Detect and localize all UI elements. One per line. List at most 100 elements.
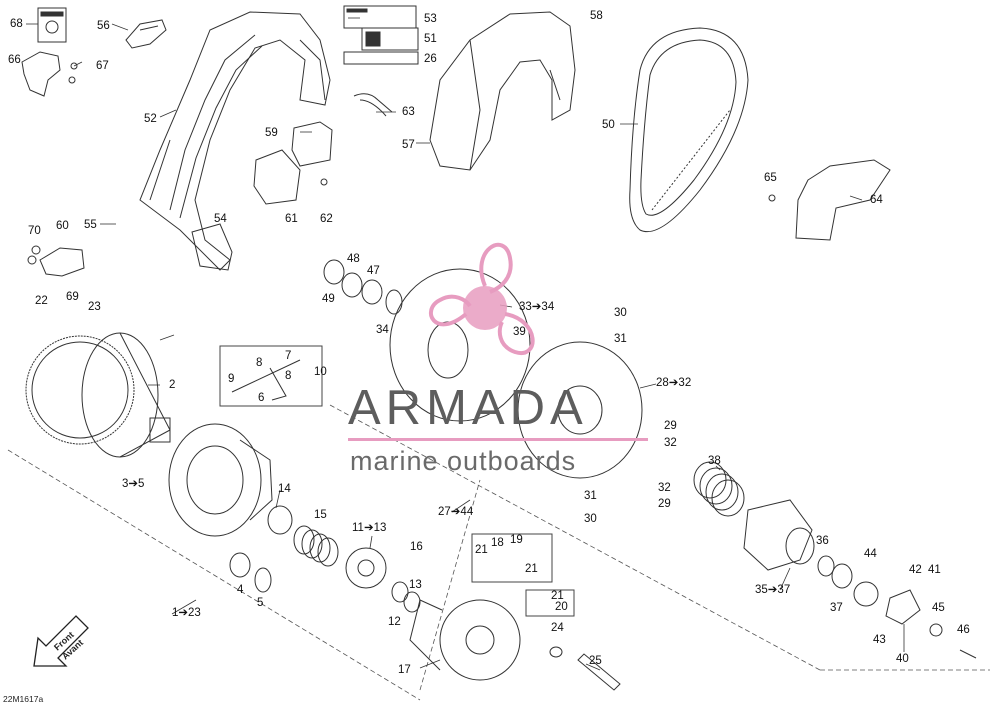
callout: 30 bbox=[614, 307, 627, 319]
callout: 40 bbox=[896, 653, 909, 665]
callout: 62 bbox=[320, 213, 333, 225]
bolt-part bbox=[577, 653, 621, 691]
retainer-bracket-part bbox=[125, 19, 167, 49]
roller-pin-frame bbox=[471, 533, 553, 583]
callout: 11➔13 bbox=[352, 522, 387, 534]
callout: 17 bbox=[398, 664, 411, 676]
callout: 18 bbox=[491, 537, 504, 549]
assembly-boundary-lines bbox=[7, 404, 990, 701]
callout: 22 bbox=[35, 295, 48, 307]
callout: 70 bbox=[28, 225, 41, 237]
callout: 33➔34 bbox=[519, 301, 555, 313]
propeller-logo-icon bbox=[428, 242, 535, 356]
callout: 31 bbox=[584, 490, 597, 502]
clip-part bbox=[21, 51, 61, 97]
washer-part bbox=[853, 581, 879, 607]
callout: 2 bbox=[169, 379, 176, 391]
callout: 37 bbox=[830, 602, 843, 614]
leader-lines bbox=[26, 17, 905, 671]
front-direction-arrow-icon bbox=[33, 615, 89, 667]
callout: 42 bbox=[909, 564, 922, 576]
spring-part bbox=[293, 525, 339, 567]
warning-labels-part bbox=[343, 5, 419, 65]
callout: 61 bbox=[285, 213, 298, 225]
callout: 14 bbox=[278, 483, 291, 495]
caution-label-part bbox=[37, 7, 67, 43]
callout: 44 bbox=[864, 548, 877, 560]
callout: 45 bbox=[932, 602, 945, 614]
callout: 59 bbox=[265, 127, 278, 139]
callout: 20 bbox=[555, 601, 568, 613]
callout: 21 bbox=[475, 544, 488, 556]
callout: 60 bbox=[56, 220, 69, 232]
callout: 31 bbox=[614, 333, 627, 345]
callout: 12 bbox=[388, 616, 401, 628]
callout: 27➔44 bbox=[438, 506, 474, 518]
callout: 26 bbox=[424, 53, 437, 65]
callout: 43 bbox=[873, 634, 886, 646]
callout: 7 bbox=[285, 350, 292, 362]
callout: 30 bbox=[584, 513, 597, 525]
sliding-half-part bbox=[168, 423, 273, 537]
callout: 47 bbox=[367, 265, 380, 277]
callout: 23 bbox=[88, 301, 101, 313]
callout: 41 bbox=[928, 564, 941, 576]
left-bracket-part bbox=[39, 247, 85, 277]
callout: 1➔23 bbox=[172, 607, 201, 619]
callout: 35➔37 bbox=[755, 584, 791, 596]
callout: 54 bbox=[214, 213, 227, 225]
callout: 36 bbox=[816, 535, 829, 547]
callout: 64 bbox=[870, 194, 883, 206]
bushing-ring-part bbox=[229, 552, 251, 578]
callout: 34 bbox=[376, 324, 389, 336]
callout: 32 bbox=[658, 482, 671, 494]
cap-part bbox=[885, 589, 921, 625]
callout: 3➔5 bbox=[122, 478, 145, 490]
callout: 63 bbox=[402, 106, 415, 118]
cotter-pin-part bbox=[353, 93, 393, 117]
small-plate-part bbox=[191, 223, 233, 271]
callout: 19 bbox=[510, 534, 523, 546]
callout: 29 bbox=[658, 498, 671, 510]
drive-belt-part bbox=[629, 27, 749, 233]
callout: 21 bbox=[551, 590, 564, 602]
callout: 13 bbox=[409, 579, 422, 591]
mount-bracket-part bbox=[291, 121, 333, 167]
document-code: 22M1617a bbox=[3, 694, 44, 704]
callout: 10 bbox=[314, 366, 327, 378]
callout: 55 bbox=[84, 219, 97, 231]
roller-kit-frame bbox=[219, 345, 323, 407]
brand-divider bbox=[348, 438, 648, 441]
driven-spring-part bbox=[693, 461, 745, 517]
callout: 51 bbox=[424, 33, 437, 45]
outer-cover-part bbox=[429, 11, 576, 171]
support-plate-part bbox=[253, 149, 301, 205]
callout: 52 bbox=[144, 113, 157, 125]
spider-part bbox=[345, 547, 387, 589]
governor-cup-part bbox=[409, 599, 521, 681]
callout: 66 bbox=[8, 54, 21, 66]
callout: 56 bbox=[97, 20, 110, 32]
brand-name: ARMADA bbox=[348, 381, 588, 435]
callout: 38 bbox=[708, 455, 721, 467]
callout: 32 bbox=[664, 437, 677, 449]
callout: 16 bbox=[410, 541, 423, 553]
callout: 50 bbox=[602, 119, 615, 131]
callout: 68 bbox=[10, 18, 23, 30]
callout: 8 bbox=[256, 357, 263, 369]
callout: 49 bbox=[322, 293, 335, 305]
callout: 5 bbox=[257, 597, 264, 609]
deflector-part bbox=[795, 159, 891, 241]
callout: 25 bbox=[589, 655, 602, 667]
cam-part bbox=[743, 499, 815, 571]
inner-guard-part bbox=[139, 11, 331, 271]
callout: 69 bbox=[66, 291, 79, 303]
callout: 48 bbox=[347, 253, 360, 265]
driven-sliding-half-part bbox=[517, 341, 643, 479]
callout: 53 bbox=[424, 13, 437, 25]
callout: 29 bbox=[664, 420, 677, 432]
roller-pin-frame-2 bbox=[525, 589, 575, 617]
callout: 58 bbox=[590, 10, 603, 22]
callout: 21 bbox=[525, 563, 538, 575]
